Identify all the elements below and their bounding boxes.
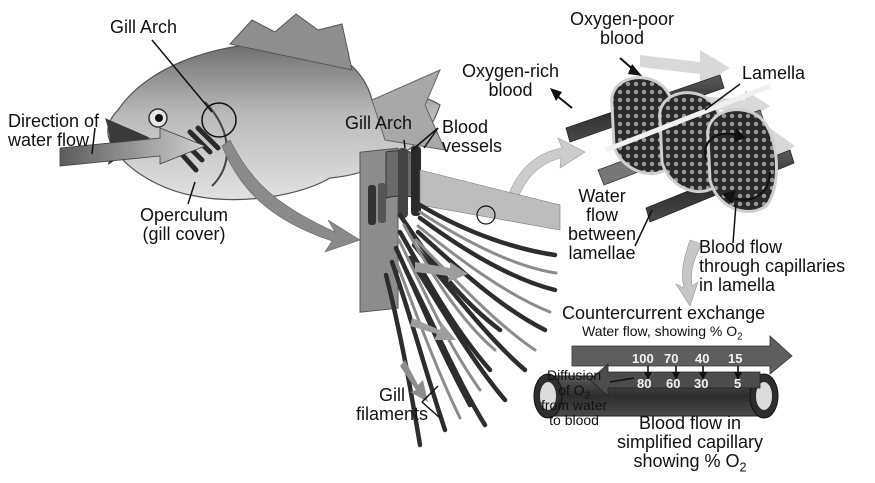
label-gill-arch-top: Gill Arch [110,18,177,37]
label-gill-filaments: Gill filaments [356,386,428,424]
label-blood-flow-capillary: Blood flow in simplified capillary showi… [617,414,763,471]
label-blood-vessels: Blood vessels [442,118,502,156]
label-operculum: Operculum (gill cover) [140,206,228,244]
label-oxygen-rich-blood: Oxygen-rich blood [462,62,559,100]
blood-o2-value: 60 [666,374,680,393]
water-o2-value: 15 [728,349,742,368]
label-oxygen-poor-blood: Oxygen-poor blood [570,10,674,48]
label-direction-of-water-flow: Direction of water flow [8,112,99,150]
water-o2-value: 70 [664,349,678,368]
blood-vessel-1 [398,148,408,218]
label-lamella: Lamella [742,64,805,83]
water-o2-value: 100 [632,349,654,368]
label-diffusion: Diffusion of O2 from water to blood [541,368,607,428]
water-flow-between-leader [635,210,652,246]
blood-o2-value: 5 [734,374,741,393]
water-o2-value: 40 [695,349,709,368]
label-blood-flow-through-capillaries: Blood flow through capillaries in lamell… [699,238,845,295]
blood-o2-value: 30 [694,374,708,393]
gill-arch-mid-leader-1 [404,140,405,148]
label-countercurrent-exchange: Countercurrent exchange [562,304,765,323]
label-gill-arch-mid: Gill Arch [345,114,412,133]
label-water-flow-percent: Water flow, showing % O2 [582,324,743,339]
lamella-plate-3 [708,110,777,212]
blood-o2-value: 80 [637,374,651,393]
label-water-flow-between-lamellae: Water flow between lamellae [568,187,636,263]
